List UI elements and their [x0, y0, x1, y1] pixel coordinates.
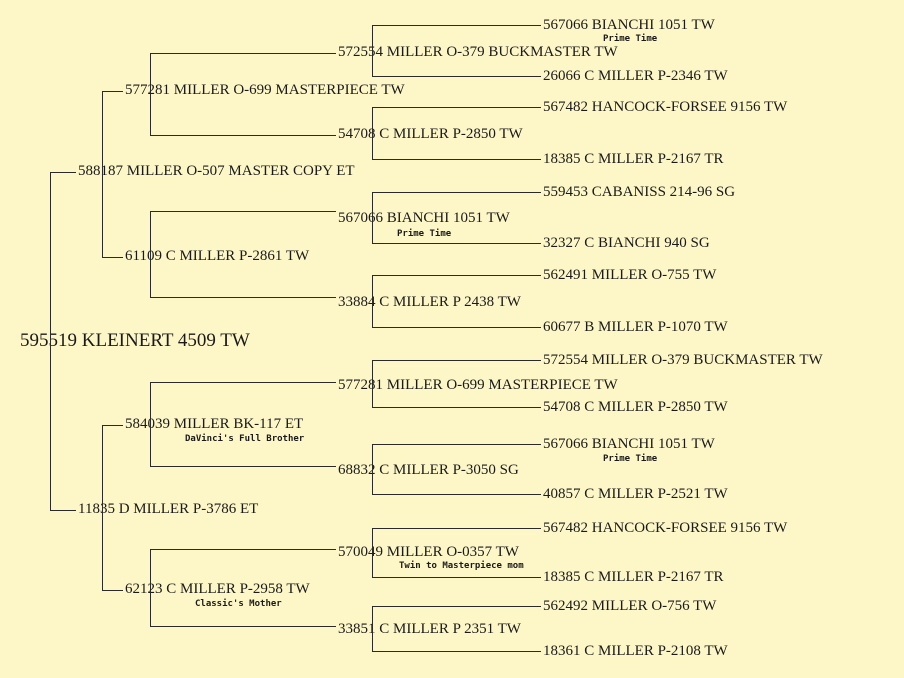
connector-dam-vertical	[102, 425, 103, 590]
animal-g3-dss: 577281 MILLER O-699 MASTERPIECE TW	[338, 377, 618, 393]
animal-g4-9: 572554 MILLER O-379 BUCKMASTER TW	[543, 352, 823, 368]
connector-g3-sdd-bottom	[372, 327, 541, 328]
connector-dd-bottom	[150, 626, 336, 627]
animal-g4-11: 567066 BIANCHI 1051 TW	[543, 436, 715, 452]
connector-g3-ssd-bottom	[372, 159, 541, 160]
animal-g4-12: 40857 C MILLER P-2521 TW	[543, 486, 728, 502]
connector-g3-sss-vertical	[372, 25, 373, 76]
connector-sire-to-d	[102, 257, 123, 258]
animal-g4-16: 18361 C MILLER P-2108 TW	[543, 643, 728, 659]
connector-g3-sds-bottom	[372, 243, 541, 244]
animal-sire-dam: 61109 C MILLER P-2861 TW	[125, 248, 310, 264]
connector-dd-top	[150, 549, 336, 550]
animal-g4-6: 32327 C BIANCHI 940 SG	[543, 235, 710, 251]
connector-ds-bottom	[150, 466, 336, 467]
animal-dam-dam: 62123 C MILLER P-2958 TW	[125, 581, 310, 597]
connector-g3-ddd-bottom	[372, 651, 541, 652]
g3-dds-note: Twin to Masterpiece mom	[399, 561, 524, 571]
connector-g3-dds-vertical	[372, 528, 373, 577]
connector-g3-ssd-vertical	[372, 107, 373, 159]
animal-g3-dds: 570049 MILLER O-0357 TW	[338, 544, 519, 560]
animal-g4-2: 26066 C MILLER P-2346 TW	[543, 68, 728, 84]
animal-g4-5: 559453 CABANISS 214-96 SG	[543, 184, 736, 200]
connector-g3-sss-top	[372, 25, 541, 26]
connector-g3-dsd-vertical	[372, 444, 373, 494]
animal-g3-sds: 567066 BIANCHI 1051 TW	[338, 210, 510, 226]
connector-ss-vertical	[150, 53, 151, 135]
dam-dam-note: Classic's Mother	[195, 599, 282, 609]
connector-root-vertical	[50, 172, 51, 510]
animal-g4-13: 567482 HANCOCK-FORSEE 9156 TW	[543, 520, 788, 536]
connector-g3-dsd-bottom	[372, 494, 541, 495]
connector-g3-dss-top	[372, 360, 541, 361]
connector-g3-ddd-vertical	[372, 606, 373, 651]
connector-g3-ddd-top	[372, 606, 541, 607]
g4-11-note: Prime Time	[603, 454, 658, 464]
connector-g3-sss-bottom	[372, 76, 541, 77]
connector-g3-sdd-vertical	[372, 275, 373, 327]
connector-sd-top	[150, 211, 336, 212]
connector-g3-sdd-top	[372, 275, 541, 276]
animal-g3-sss: 572554 MILLER O-379 BUCKMASTER TW	[338, 44, 618, 60]
connector-ss-top	[150, 53, 336, 54]
connector-root-to-sire	[50, 172, 76, 173]
animal-g4-4: 18385 C MILLER P-2167 TR	[543, 151, 724, 167]
connector-sd-bottom	[150, 297, 336, 298]
connector-sire-vertical	[102, 91, 103, 257]
animal-g4-1: 567066 BIANCHI 1051 TW	[543, 17, 715, 33]
connector-ds-top	[150, 382, 336, 383]
connector-g3-dsd-top	[372, 444, 541, 445]
connector-g3-sds-top	[372, 192, 541, 193]
g3-sds-note: Prime Time	[397, 229, 452, 239]
animal-g4-7: 562491 MILLER O-755 TW	[543, 267, 717, 283]
animal-g3-ddd: 33851 C MILLER P 2351 TW	[338, 621, 521, 637]
connector-ss-bottom	[150, 135, 336, 136]
animal-sire-sire: 577281 MILLER O-699 MASTERPIECE TW	[125, 82, 405, 98]
animal-dam-sire: 584039 MILLER BK-117 ET	[125, 416, 304, 432]
animal-g3-sdd: 33884 C MILLER P 2438 TW	[338, 294, 521, 310]
animal-g4-14: 18385 C MILLER P-2167 TR	[543, 569, 724, 585]
animal-g4-10: 54708 C MILLER P-2850 TW	[543, 399, 728, 415]
connector-g3-dss-bottom	[372, 407, 541, 408]
dam-sire-note: DaVinci's Full Brother	[185, 434, 305, 444]
connector-g3-dss-vertical	[372, 360, 373, 407]
animal-g4-3: 567482 HANCOCK-FORSEE 9156 TW	[543, 99, 788, 115]
connector-g3-sds-vertical	[372, 192, 373, 243]
connector-root-to-dam	[50, 510, 76, 511]
connector-dam-to-d	[102, 590, 123, 591]
animal-g4-15: 562492 MILLER O-756 TW	[543, 598, 717, 614]
animal-dam: 11835 D MILLER P-3786 ET	[78, 501, 259, 517]
animal-g4-8: 60677 B MILLER P-1070 TW	[543, 319, 728, 335]
animal-g3-ssd: 54708 C MILLER P-2850 TW	[338, 126, 523, 142]
connector-g3-dds-bottom	[372, 577, 541, 578]
connector-dd-vertical	[150, 549, 151, 626]
animal-sire: 588187 MILLER O-507 MASTER COPY ET	[78, 163, 355, 179]
connector-ds-vertical	[150, 382, 151, 466]
animal-root: 595519 KLEINERT 4509 TW	[20, 330, 250, 351]
animal-g3-dsd: 68832 C MILLER P-3050 SG	[338, 462, 519, 478]
connector-sd-vertical	[150, 211, 151, 297]
connector-dam-to-s	[102, 425, 123, 426]
g4-1-note: Prime Time	[603, 34, 658, 44]
connector-g3-ssd-top	[372, 107, 541, 108]
connector-g3-dds-top	[372, 528, 541, 529]
connector-sire-to-s	[102, 91, 123, 92]
